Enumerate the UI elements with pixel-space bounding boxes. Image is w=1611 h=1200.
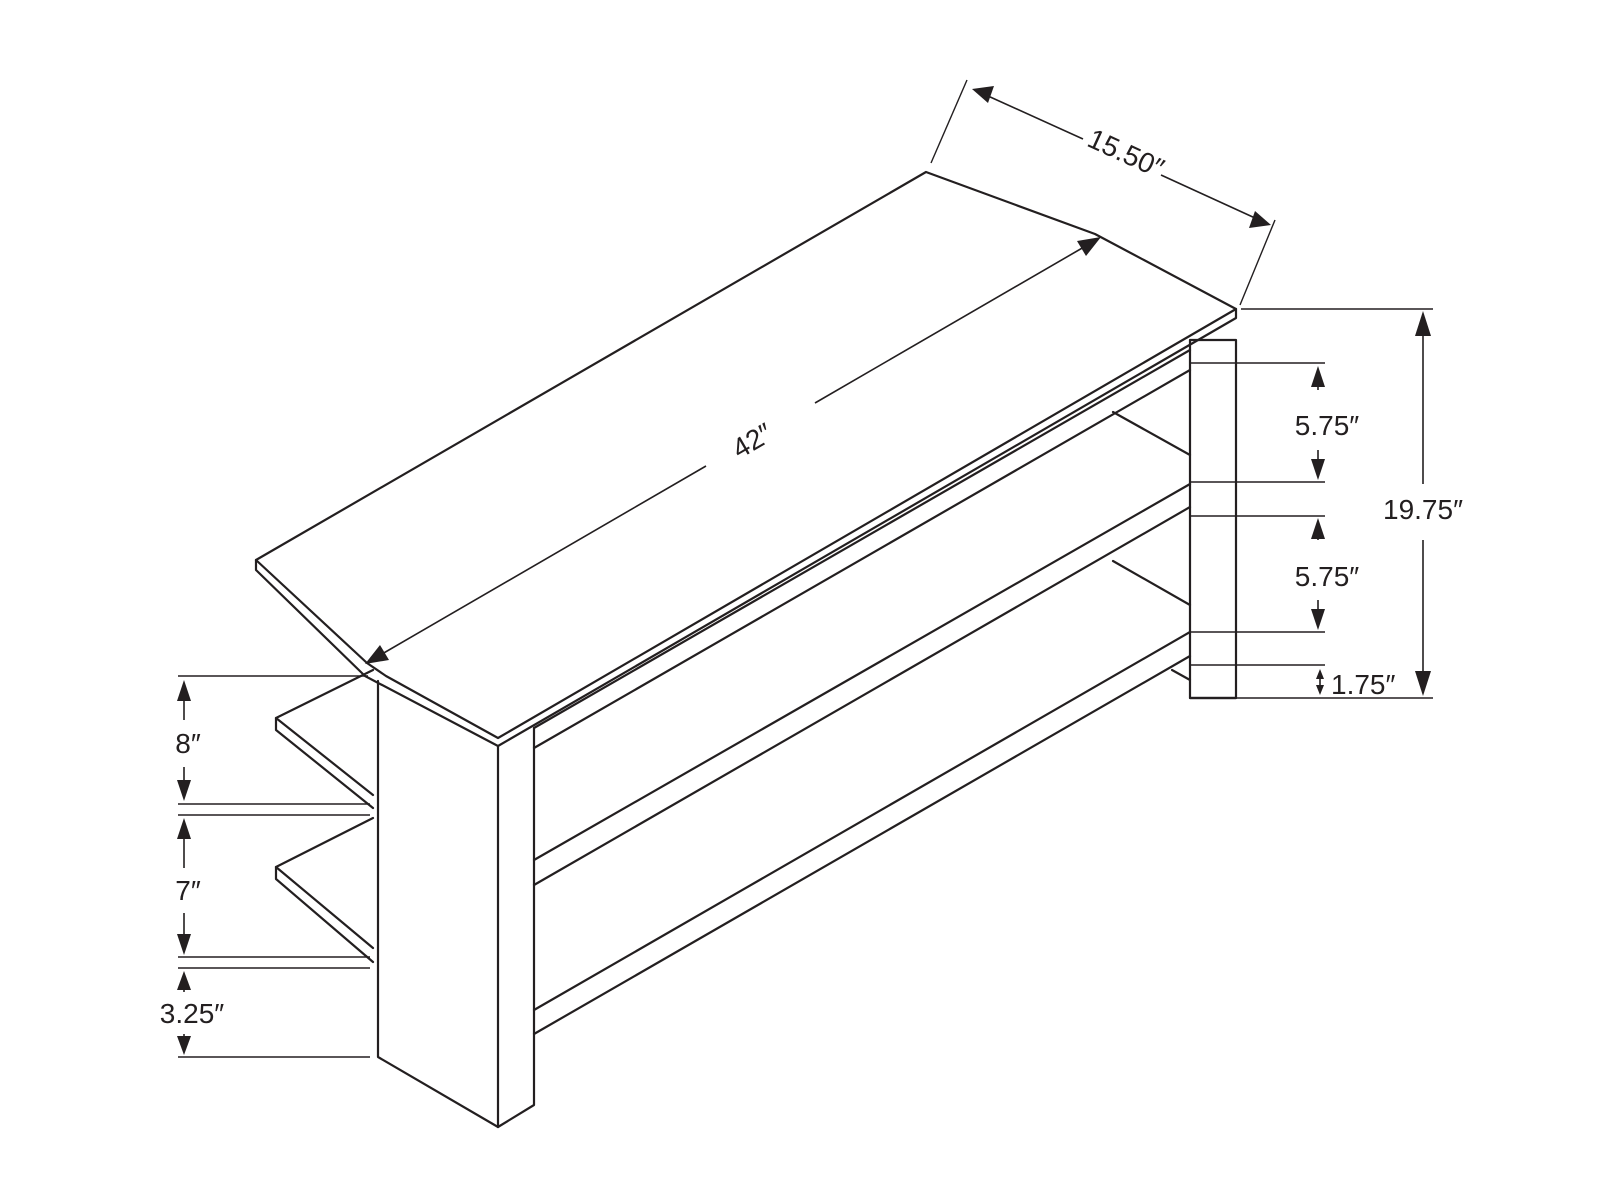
dimension-total-height: 19.75″ bbox=[1383, 311, 1463, 696]
label-side-gap-upper: 8″ bbox=[175, 728, 201, 759]
dimension-side-gap-upper: 8″ bbox=[175, 680, 201, 801]
tv-stand-outline bbox=[254, 170, 1238, 1129]
dimension-base-clearance: 1.75″ bbox=[1316, 669, 1395, 700]
label-side-base: 3.25″ bbox=[160, 998, 224, 1029]
side-shelf-lower bbox=[274, 816, 375, 964]
label-shelf-gap-lower: 5.75″ bbox=[1295, 561, 1359, 592]
label-side-gap-middle: 7″ bbox=[175, 875, 201, 906]
lower-shelf bbox=[532, 559, 1192, 1036]
dimension-shelf-gap-upper: 5.75″ bbox=[1295, 366, 1359, 480]
middle-shelf bbox=[532, 410, 1192, 887]
dimension-side-gap-middle: 7″ bbox=[175, 818, 201, 955]
right-leg bbox=[1188, 338, 1238, 700]
tabletop-front-thickness bbox=[254, 307, 1238, 748]
right-extension-lines bbox=[1190, 308, 1433, 699]
label-top-depth: 15.50″ bbox=[1083, 123, 1169, 184]
label-base-clearance: 1.75″ bbox=[1331, 669, 1395, 700]
label-top-length: 42″ bbox=[727, 417, 778, 464]
front-apron bbox=[532, 348, 1192, 750]
tabletop bbox=[254, 170, 1238, 740]
label-shelf-gap-upper: 5.75″ bbox=[1295, 410, 1359, 441]
dimension-side-base: 3.25″ bbox=[160, 971, 224, 1055]
side-shelf-upper bbox=[274, 668, 375, 810]
label-total-height: 19.75″ bbox=[1383, 494, 1463, 525]
left-extension-lines bbox=[178, 675, 370, 1058]
front-corner-leg bbox=[376, 679, 536, 1129]
dimension-shelf-gap-lower: 5.75″ bbox=[1295, 518, 1359, 630]
